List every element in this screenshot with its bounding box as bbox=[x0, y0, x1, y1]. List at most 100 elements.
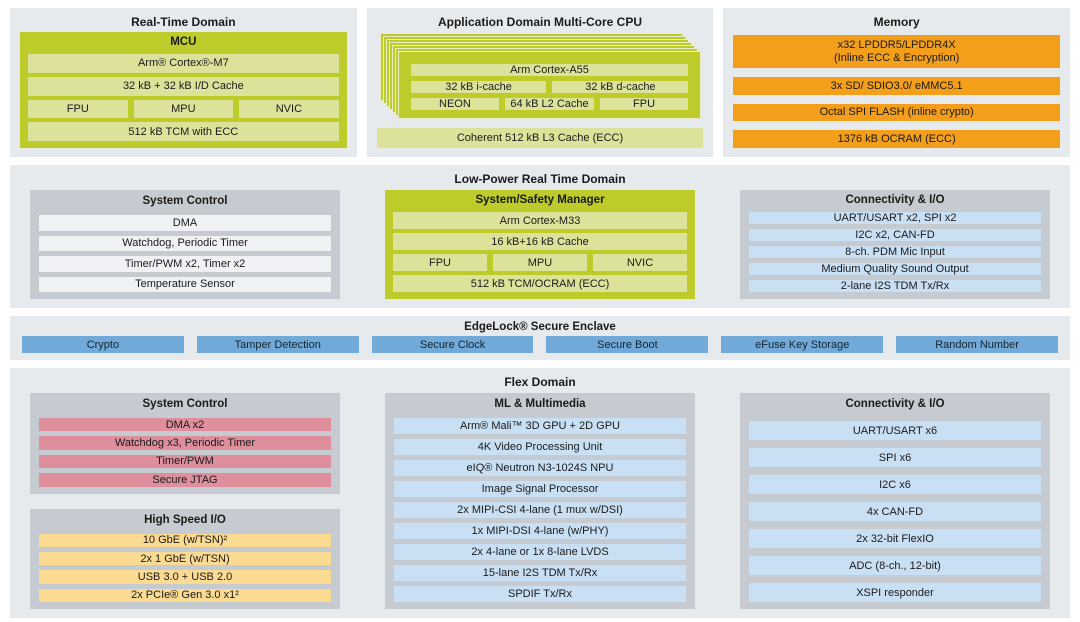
block-row: Arm® Mali™ 3D GPU + 2D GPU bbox=[394, 418, 686, 434]
block-row: 2x 1 GbE (w/TSN) bbox=[39, 551, 331, 566]
block-cell: NVIC bbox=[239, 99, 339, 119]
memory-row: Octal SPI FLASH (inline crypto) bbox=[733, 103, 1060, 122]
block-cell: FPU bbox=[28, 99, 128, 119]
block-row: 4x CAN-FD bbox=[749, 502, 1041, 521]
block-row: Temperature Sensor bbox=[39, 276, 331, 292]
block-row-group: 32 kB i-cache 32 kB d-cache bbox=[410, 81, 689, 93]
memory-rows: x32 LPDDR5/LPDDR4X (Inline ECC & Encrypt… bbox=[733, 35, 1060, 148]
panel-flex-domain: Flex Domain System Control DMA x2 Watchd… bbox=[10, 368, 1070, 618]
ml-multimedia-block: ML & Multimedia Arm® Mali™ 3D GPU + 2D G… bbox=[385, 393, 695, 609]
panel-edgelock: EdgeLock® Secure Enclave Crypto Tamper D… bbox=[10, 316, 1070, 360]
block-row: DMA x2 bbox=[39, 418, 331, 432]
block-cell: 32 kB d-cache bbox=[552, 81, 689, 93]
flex-left-column: System Control DMA x2 Watchdog x3, Perio… bbox=[30, 393, 340, 609]
system-control-block: System Control DMA Watchdog, Periodic Ti… bbox=[30, 190, 340, 299]
block-title: High Speed I/O bbox=[144, 513, 226, 526]
edgelock-block: Secure Boot bbox=[546, 336, 709, 353]
block-title: Connectivity & I/O bbox=[845, 194, 945, 206]
block-row: USB 3.0 + USB 2.0 bbox=[39, 570, 331, 584]
block-row: 10 GbE (w/TSN)² bbox=[39, 533, 331, 547]
connectivity-block: Connectivity & I/O UART/USART x6 SPI x6 … bbox=[740, 393, 1050, 609]
block-row: XSPI responder bbox=[749, 583, 1041, 602]
block-cell: 32 kB i-cache bbox=[410, 81, 547, 93]
block-title: ML & Multimedia bbox=[494, 398, 586, 410]
block-row: Image Signal Processor bbox=[394, 481, 686, 497]
block-row: 512 kB TCM with ECC bbox=[28, 122, 339, 141]
panel-title: Flex Domain bbox=[504, 375, 576, 389]
mcu-block: MCU Arm® Cortex®-M7 32 kB + 32 kB I/D Ca… bbox=[20, 32, 347, 148]
block-title: MCU bbox=[170, 36, 197, 48]
block-row: 2x 32-bit FlexIO bbox=[749, 529, 1041, 548]
high-speed-io-block: High Speed I/O 10 GbE (w/TSN)² 2x 1 GbE … bbox=[30, 508, 340, 609]
block-row: UART/USART x2, SPI x2 bbox=[749, 212, 1041, 224]
cpu-cluster-stack: Arm Cortex-A55 32 kB i-cache 32 kB d-cac… bbox=[379, 33, 702, 119]
block-row: SPDIF Tx/Rx bbox=[394, 586, 686, 602]
lowpower-grid: System Control DMA Watchdog, Periodic Ti… bbox=[20, 190, 1060, 299]
top-row: Real-Time Domain MCU Arm® Cortex®-M7 32 … bbox=[10, 8, 1070, 157]
block-cell: NEON bbox=[410, 98, 500, 110]
l3-cache-row: Coherent 512 kB L3 Cache (ECC) bbox=[376, 128, 704, 148]
panel-title: Low-Power Real Time Domain bbox=[454, 172, 626, 186]
block-row: 2x PCIe® Gen 3.0 x1² bbox=[39, 588, 331, 602]
block-row: Arm Cortex-A55 bbox=[410, 64, 689, 76]
panel-realtime-domain: Real-Time Domain MCU Arm® Cortex®-M7 32 … bbox=[10, 8, 357, 157]
block-row: Arm® Cortex®-M7 bbox=[28, 54, 339, 73]
cpu-core-block: Arm Cortex-A55 32 kB i-cache 32 kB d-cac… bbox=[397, 51, 702, 119]
connectivity-block: Connectivity & I/O UART/USART x2, SPI x2… bbox=[740, 190, 1050, 299]
block-row: Arm Cortex-M33 bbox=[393, 212, 687, 229]
panel-memory: Memory x32 LPDDR5/LPDDR4X (Inline ECC & … bbox=[723, 8, 1070, 157]
safety-manager-block: System/Safety Manager Arm Cortex-M33 16 … bbox=[385, 190, 695, 299]
memory-row: x32 LPDDR5/LPDDR4X (Inline ECC & Encrypt… bbox=[733, 35, 1060, 69]
block-title: System Control bbox=[142, 195, 228, 207]
block-cell: MPU bbox=[133, 99, 234, 119]
block-row: 512 kB TCM/OCRAM (ECC) bbox=[393, 275, 687, 292]
panel-title: Memory bbox=[873, 15, 920, 29]
block-row: 15-lane I2S TDM Tx/Rx bbox=[394, 565, 686, 581]
block-cell: MPU bbox=[493, 254, 587, 271]
block-row: 2x MIPI-CSI 4-lane (1 mux w/DSI) bbox=[394, 502, 686, 518]
flex-grid: System Control DMA x2 Watchdog x3, Perio… bbox=[20, 393, 1060, 609]
edgelock-blocks: Crypto Tamper Detection Secure Clock Sec… bbox=[22, 336, 1058, 353]
block-row: 1x MIPI-DSI 4-lane (w/PHY) bbox=[394, 523, 686, 539]
block-row: Watchdog x3, Periodic Timer bbox=[39, 436, 331, 450]
block-title: System Control bbox=[142, 398, 228, 410]
block-row: Timer/PWM x2, Timer x2 bbox=[39, 256, 331, 272]
block-row: I2C x2, CAN-FD bbox=[749, 229, 1041, 241]
block-row: UART/USART x6 bbox=[749, 421, 1041, 440]
block-cell: 64 kB L2 Cache bbox=[505, 98, 594, 110]
block-row: Timer/PWM bbox=[39, 454, 331, 469]
block-row-group: FPU MPU NVIC bbox=[28, 99, 339, 119]
panel-title: Application Domain Multi-Core CPU bbox=[437, 15, 642, 29]
block-row-group: NEON 64 kB L2 Cache FPU bbox=[410, 98, 689, 110]
block-row: 4K Video Processing Unit bbox=[394, 439, 686, 455]
edgelock-block: eFuse Key Storage bbox=[721, 336, 884, 353]
block-cell: NVIC bbox=[593, 254, 687, 271]
system-control-block: System Control DMA x2 Watchdog x3, Perio… bbox=[30, 393, 340, 494]
edgelock-block: Random Number bbox=[896, 336, 1058, 353]
block-row: 2-lane I2S TDM Tx/Rx bbox=[749, 280, 1041, 292]
block-row: I2C x6 bbox=[749, 475, 1041, 494]
panel-lowpower-domain: Low-Power Real Time Domain System Contro… bbox=[10, 165, 1070, 308]
panel-title: EdgeLock® Secure Enclave bbox=[464, 321, 616, 333]
block-row: 2x 4-lane or 1x 8-lane LVDS bbox=[394, 544, 686, 560]
memory-row: 1376 kB OCRAM (ECC) bbox=[733, 130, 1060, 148]
block-row-group: FPU MPU NVIC bbox=[393, 254, 687, 271]
block-row: Watchdog, Periodic Timer bbox=[39, 235, 331, 251]
edgelock-block: Crypto bbox=[22, 336, 184, 353]
block-row: 32 kB + 32 kB I/D Cache bbox=[28, 76, 339, 96]
block-row: eIQ® Neutron N3-1024S NPU bbox=[394, 460, 686, 476]
block-row: 8-ch. PDM Mic Input bbox=[749, 246, 1041, 258]
block-title: System/Safety Manager bbox=[475, 194, 605, 206]
edgelock-block: Secure Clock bbox=[371, 336, 534, 353]
block-title: Connectivity & I/O bbox=[845, 398, 945, 410]
memory-row: 3x SD/ SDIO3.0/ eMMC5.1 bbox=[733, 77, 1060, 95]
block-cell: FPU bbox=[599, 98, 689, 110]
block-row: Secure JTAG bbox=[39, 473, 331, 487]
panel-application-domain: Application Domain Multi-Core CPU Arm Co… bbox=[366, 8, 714, 157]
panel-title: Real-Time Domain bbox=[131, 15, 236, 29]
block-row: ADC (8-ch., 12-bit) bbox=[749, 556, 1041, 575]
block-row: SPI x6 bbox=[749, 448, 1041, 467]
block-row: 16 kB+16 kB Cache bbox=[393, 233, 687, 250]
edgelock-block: Tamper Detection bbox=[196, 336, 359, 353]
